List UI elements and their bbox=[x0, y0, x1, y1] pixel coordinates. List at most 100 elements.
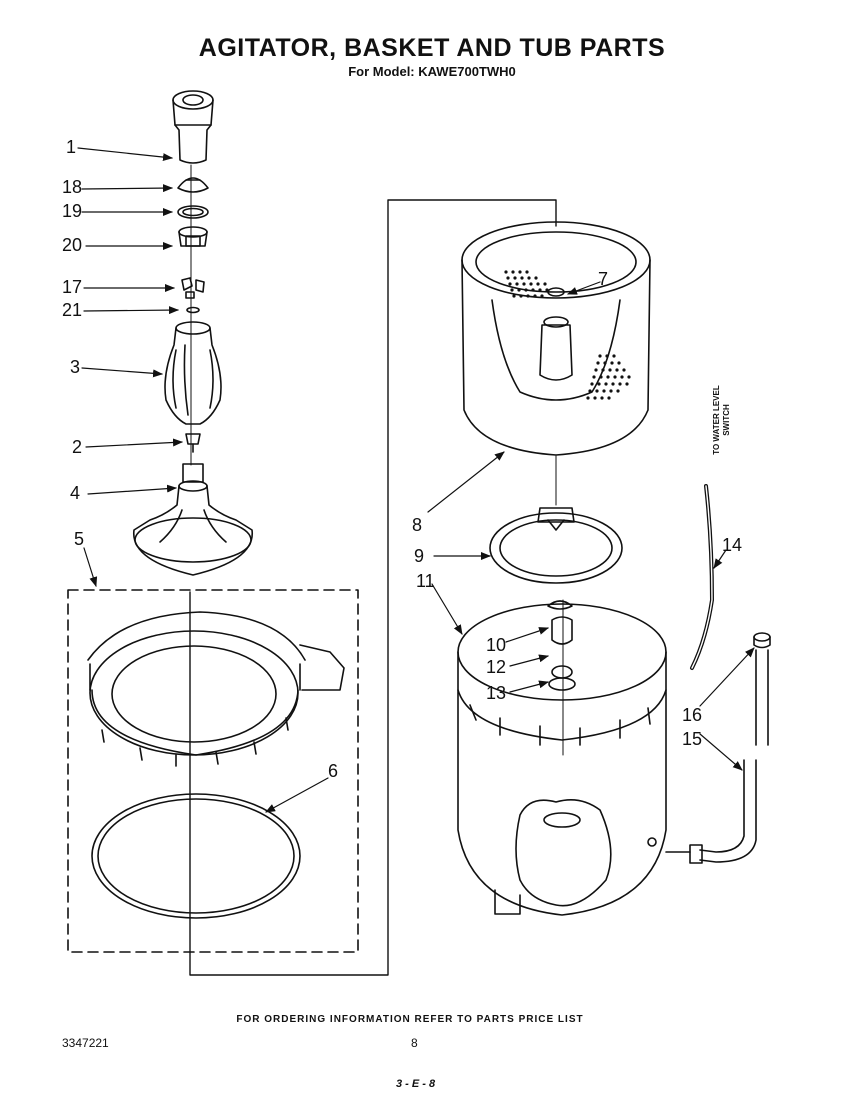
perforation-dot bbox=[627, 375, 631, 379]
retaining-ring-part-21 bbox=[186, 306, 200, 314]
pressure-hose-part-14 bbox=[690, 484, 714, 670]
side-label-line-2: SWITCH bbox=[722, 404, 731, 436]
perforation-dot bbox=[506, 276, 510, 280]
perforation-dot bbox=[543, 282, 547, 286]
callout-4: 4 bbox=[70, 483, 81, 503]
perforation-dot bbox=[526, 294, 530, 298]
revision-mark: 3 - E - 8 bbox=[396, 1078, 436, 1090]
perforation-dot bbox=[625, 382, 629, 386]
perforation-dot bbox=[618, 382, 622, 386]
callout-17: 17 bbox=[62, 277, 83, 297]
perforation-dot bbox=[518, 270, 522, 274]
basket-perforations bbox=[504, 270, 631, 400]
perforation-dot bbox=[517, 288, 521, 292]
perforation-dot bbox=[511, 270, 515, 274]
perforation-dot bbox=[601, 368, 605, 372]
perforation-dot bbox=[520, 276, 524, 280]
perforation-dot bbox=[512, 294, 516, 298]
perforation-dot bbox=[508, 282, 512, 286]
callout-6: 6 bbox=[328, 761, 339, 781]
perforation-dot bbox=[524, 288, 528, 292]
hub-seal-parts-10-12-13 bbox=[547, 600, 576, 691]
perforation-dot bbox=[598, 354, 602, 358]
perforation-dot bbox=[540, 294, 544, 298]
perforation-dot bbox=[596, 361, 600, 365]
callout-19: 19 bbox=[62, 201, 83, 221]
dogs-part-17 bbox=[181, 277, 205, 299]
perforation-dot bbox=[617, 361, 621, 365]
callout-8: 8 bbox=[412, 515, 423, 535]
page-title: AGITATOR, BASKET AND TUB PARTS bbox=[198, 34, 666, 62]
perforation-dot bbox=[504, 270, 508, 274]
perforation-dot bbox=[529, 282, 533, 286]
perforation-dot bbox=[595, 389, 599, 393]
perforation-dot bbox=[588, 389, 592, 393]
perforation-dot bbox=[609, 389, 613, 393]
callout-13: 13 bbox=[486, 683, 507, 703]
part-5-assembly-box bbox=[67, 589, 359, 953]
model-subtitle: For Model: KAWE700TWH0 bbox=[348, 64, 516, 79]
perforation-dot bbox=[510, 288, 514, 292]
callout-20: 20 bbox=[62, 235, 83, 255]
assembly-connector-line bbox=[189, 199, 557, 976]
perforation-dot bbox=[527, 276, 531, 280]
perforation-dot bbox=[612, 354, 616, 358]
perforation-dot bbox=[605, 354, 609, 358]
agitator-cap-part-1 bbox=[172, 90, 214, 164]
callout-7: 7 bbox=[598, 269, 609, 289]
perforation-dot bbox=[515, 282, 519, 286]
callout-12: 12 bbox=[486, 657, 507, 677]
seal-ring-part-19 bbox=[177, 205, 209, 219]
perforation-dot bbox=[602, 389, 606, 393]
perforation-dot bbox=[613, 375, 617, 379]
perforation-dot bbox=[607, 396, 611, 400]
callout-leader-lines bbox=[77, 147, 755, 813]
tub-gasket-part-6 bbox=[91, 793, 301, 919]
perforation-dot bbox=[538, 288, 542, 292]
perforation-dot bbox=[615, 368, 619, 372]
callout-1: 1 bbox=[66, 137, 77, 157]
callout-2: 2 bbox=[72, 437, 83, 457]
cam-part-20 bbox=[178, 226, 208, 247]
cam-part-18 bbox=[177, 177, 209, 193]
perforation-dot bbox=[608, 368, 612, 372]
perforation-dot bbox=[593, 396, 597, 400]
outer-tub-part-11 bbox=[457, 599, 667, 916]
callout-15: 15 bbox=[682, 729, 703, 749]
callout-14: 14 bbox=[722, 535, 743, 555]
perforation-dot bbox=[611, 382, 615, 386]
perforation-dot bbox=[545, 288, 549, 292]
perforation-dot bbox=[531, 288, 535, 292]
callout-3: 3 bbox=[70, 357, 81, 377]
perforation-dot bbox=[604, 382, 608, 386]
water-level-switch-label: TO WATER LEVEL SWITCH bbox=[712, 365, 732, 475]
perforation-dot bbox=[533, 294, 537, 298]
perforation-dot bbox=[590, 382, 594, 386]
perforation-dot bbox=[603, 361, 607, 365]
perforation-dot bbox=[610, 361, 614, 365]
callout-16: 16 bbox=[682, 705, 703, 725]
tub-ring-part-5 bbox=[87, 611, 345, 767]
perforation-dot bbox=[606, 375, 610, 379]
callout-11: 11 bbox=[416, 571, 435, 591]
perforation-dot bbox=[586, 396, 590, 400]
perforation-dot bbox=[599, 375, 603, 379]
hose-clamp-part-16 bbox=[753, 632, 771, 649]
perforation-dot bbox=[594, 368, 598, 372]
perforation-dot bbox=[622, 368, 626, 372]
callout-5: 5 bbox=[74, 529, 85, 549]
perforation-dot bbox=[525, 270, 529, 274]
document-number: 3347221 bbox=[62, 1036, 109, 1050]
perforation-dot bbox=[592, 375, 596, 379]
page-number: 8 bbox=[411, 1036, 418, 1050]
perforation-dot bbox=[620, 375, 624, 379]
callout-9: 9 bbox=[414, 546, 425, 566]
bolt-part-2 bbox=[185, 433, 201, 453]
agitator-barrel-part-3 bbox=[164, 321, 222, 425]
side-label-line-1: TO WATER LEVEL bbox=[712, 385, 721, 455]
perforation-dot bbox=[536, 282, 540, 286]
callout-18: 18 bbox=[62, 177, 83, 197]
spin-basket-part-8 bbox=[461, 221, 651, 506]
